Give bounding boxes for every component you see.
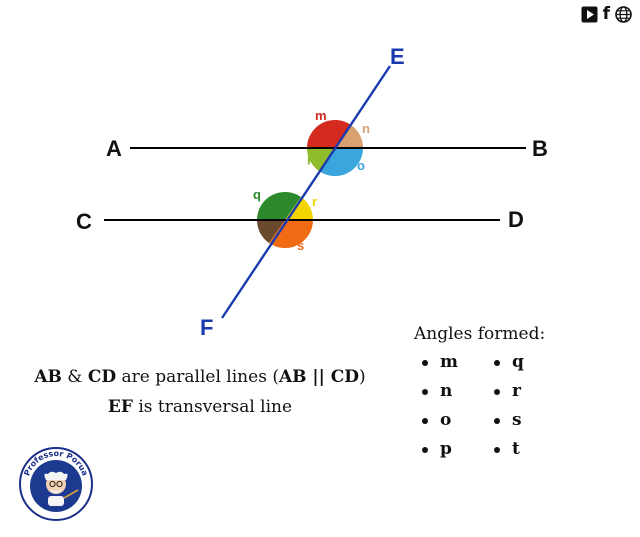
angle-label-s: s xyxy=(297,238,304,253)
legend-item: s xyxy=(494,406,524,435)
legend-item-label: s xyxy=(512,410,522,430)
point-label-a: A xyxy=(106,136,122,161)
legend-title: Angles formed: xyxy=(414,324,546,344)
caption-transversal: EF is transversal line xyxy=(0,396,400,418)
intersection-1-angles xyxy=(306,119,363,177)
social-icons: f xyxy=(581,6,632,23)
legend-item-label: m xyxy=(440,352,458,372)
caption-end: ) xyxy=(359,367,366,387)
angle-o-sector xyxy=(319,148,363,177)
bullet-icon xyxy=(422,359,428,366)
legend-item: n xyxy=(422,377,458,406)
angle-label-n: n xyxy=(362,121,370,136)
angle-n-sector xyxy=(335,125,363,148)
angles-legend: Angles formed: m n o p q r s t xyxy=(414,324,614,464)
legend-item-label: n xyxy=(440,381,453,401)
bullet-icon xyxy=(422,446,428,453)
caption-cd: CD xyxy=(87,367,117,387)
point-label-e: E xyxy=(390,44,405,69)
angle-label-q: q xyxy=(253,187,261,202)
legend-item: t xyxy=(494,435,524,464)
legend-item-label: p xyxy=(440,439,452,459)
caption-parallel-symbol: || xyxy=(306,367,331,387)
angle-label-m: m xyxy=(315,108,327,123)
globe-icon[interactable] xyxy=(615,6,632,23)
bullet-icon xyxy=(494,446,500,453)
bullet-icon xyxy=(494,417,500,424)
caption-parallel-lines: AB & CD are parallel lines (AB || CD) xyxy=(0,366,400,388)
professor-porua-logo: Professor Porua learning is fun xyxy=(19,447,93,521)
legend-column-2: q r s t xyxy=(494,348,524,464)
caption-mid: are parallel lines ( xyxy=(116,367,279,387)
legend-item: q xyxy=(494,348,524,377)
legend-item-label: q xyxy=(512,352,524,372)
caption-amp: & xyxy=(61,367,88,387)
angle-label-r: r xyxy=(312,194,317,209)
bullet-icon xyxy=(494,359,500,366)
bullet-icon xyxy=(494,388,500,395)
point-label-d: D xyxy=(508,207,524,232)
legend-item: p xyxy=(422,435,458,464)
angle-m-sector xyxy=(307,119,351,148)
legend-item: o xyxy=(422,406,458,435)
angle-s-sector xyxy=(269,220,313,249)
caption-ef: EF xyxy=(107,397,133,417)
point-label-f: F xyxy=(200,315,213,340)
angle-label-t: t xyxy=(259,222,264,237)
caption-ab: AB xyxy=(34,367,62,387)
point-label-b: B xyxy=(532,136,548,161)
angle-q-sector xyxy=(257,191,301,220)
caption-ab2: AB xyxy=(278,367,307,387)
transversal-ef xyxy=(221,65,391,319)
bullet-icon xyxy=(422,388,428,395)
angle-t-sector xyxy=(257,220,285,243)
angle-label-p: p xyxy=(307,150,315,165)
point-label-c: C xyxy=(76,209,92,234)
legend-item-label: t xyxy=(512,439,520,459)
angle-label-o: o xyxy=(357,158,365,173)
legend-column-1: m n o p xyxy=(422,348,458,464)
facebook-icon[interactable]: f xyxy=(602,4,610,24)
youtube-icon[interactable] xyxy=(581,6,598,23)
angle-p-sector xyxy=(306,148,335,171)
legend-item-label: o xyxy=(440,410,452,430)
legend-item-label: r xyxy=(512,381,521,401)
bullet-icon xyxy=(422,417,428,424)
legend-item: r xyxy=(494,377,524,406)
legend-item: m xyxy=(422,348,458,377)
caption-cd2: CD xyxy=(330,367,360,387)
caption-transversal-text: is transversal line xyxy=(132,397,293,417)
